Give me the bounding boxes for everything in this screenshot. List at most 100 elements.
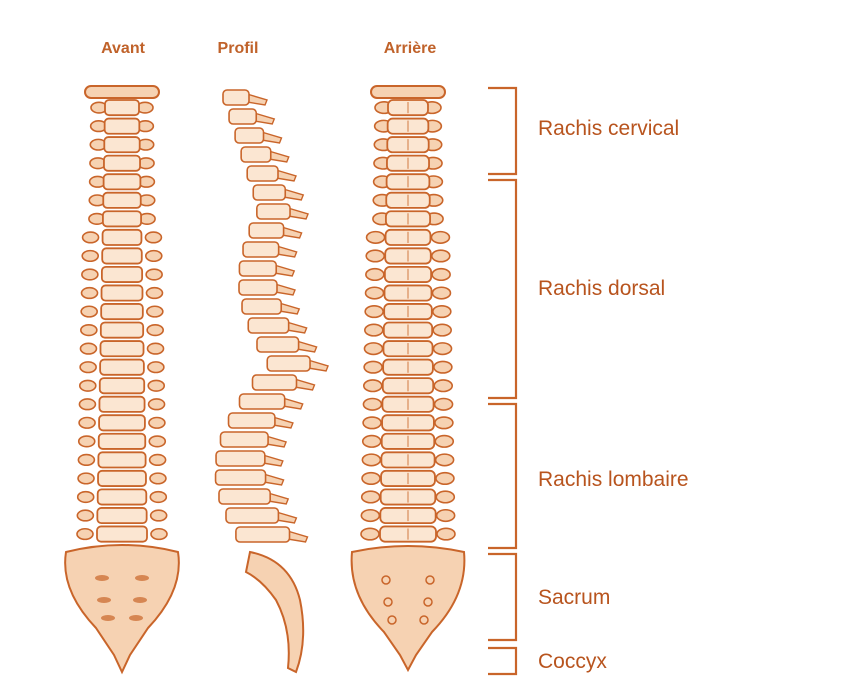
transverse-process bbox=[437, 510, 455, 522]
spinous-process bbox=[288, 531, 308, 542]
side-view-spine bbox=[216, 90, 328, 672]
sacral-foramen bbox=[135, 575, 149, 581]
vertebra bbox=[99, 397, 144, 412]
transverse-process bbox=[147, 306, 163, 317]
vertebra bbox=[102, 267, 142, 282]
transverse-process bbox=[82, 288, 98, 299]
region-label-cervical: Rachis cervical bbox=[538, 117, 679, 141]
transverse-process bbox=[431, 232, 449, 244]
transverse-process bbox=[78, 473, 94, 484]
spinous-process bbox=[269, 151, 289, 162]
spinous-process bbox=[288, 208, 308, 219]
vertebra bbox=[105, 119, 140, 134]
sacral-foramen bbox=[95, 575, 109, 581]
spinous-process bbox=[277, 246, 297, 257]
vertebra bbox=[102, 248, 142, 263]
transverse-process bbox=[434, 343, 452, 355]
transverse-process bbox=[432, 269, 450, 281]
spinous-process bbox=[268, 493, 288, 504]
vertebra bbox=[223, 90, 249, 105]
vertebra bbox=[247, 166, 278, 181]
vertebra bbox=[248, 318, 288, 333]
transverse-process bbox=[365, 324, 383, 336]
transverse-process bbox=[366, 250, 384, 262]
vertebra bbox=[239, 394, 284, 409]
transverse-process bbox=[146, 288, 162, 299]
transverse-process bbox=[364, 361, 382, 373]
vertebra bbox=[98, 452, 145, 467]
transverse-process bbox=[433, 306, 451, 318]
spinous-process bbox=[283, 189, 303, 200]
vertebra bbox=[104, 174, 141, 189]
atlas-vertebra bbox=[371, 86, 445, 98]
vertebra bbox=[239, 280, 277, 295]
transverse-process bbox=[147, 325, 163, 336]
transverse-process bbox=[149, 399, 165, 410]
vertebra bbox=[104, 137, 139, 152]
transverse-process bbox=[148, 380, 164, 391]
vertebra bbox=[104, 156, 140, 171]
bracket-sacrum bbox=[488, 554, 516, 640]
transverse-process bbox=[81, 306, 97, 317]
transverse-process bbox=[151, 529, 167, 540]
transverse-process bbox=[436, 473, 454, 485]
transverse-process bbox=[78, 455, 94, 466]
transverse-process bbox=[150, 455, 166, 466]
transverse-process bbox=[79, 399, 95, 410]
sacral-foramen bbox=[97, 597, 111, 603]
spinous-process bbox=[266, 436, 286, 447]
transverse-process bbox=[365, 306, 383, 318]
transverse-process bbox=[146, 269, 162, 280]
transverse-process bbox=[435, 398, 453, 410]
transverse-process bbox=[80, 362, 96, 373]
transverse-process bbox=[145, 232, 161, 243]
spinous-process bbox=[283, 398, 303, 409]
vertebra bbox=[99, 415, 145, 430]
spinous-process bbox=[274, 265, 294, 276]
spinous-process bbox=[282, 227, 302, 238]
transverse-process bbox=[434, 361, 452, 373]
sacrum-back bbox=[352, 546, 465, 670]
region-label-lombaire: Rachis lombaire bbox=[538, 468, 689, 492]
spinous-process bbox=[263, 455, 283, 466]
vertebra bbox=[216, 470, 266, 485]
spinous-process bbox=[287, 322, 307, 333]
transverse-process bbox=[362, 473, 380, 485]
vertebra bbox=[98, 489, 147, 504]
transverse-process bbox=[78, 492, 94, 503]
spinous-process bbox=[247, 94, 267, 105]
spinous-process bbox=[254, 113, 274, 124]
vertebra bbox=[253, 185, 285, 200]
vertebra bbox=[249, 223, 283, 238]
transverse-process bbox=[79, 436, 95, 447]
sacral-foramen bbox=[133, 597, 147, 603]
vertebra bbox=[219, 489, 270, 504]
vertebra bbox=[97, 508, 146, 523]
transverse-process bbox=[151, 510, 167, 521]
vertebra bbox=[235, 128, 263, 143]
vertebra bbox=[98, 471, 146, 486]
vertebra bbox=[103, 230, 142, 245]
vertebra bbox=[101, 304, 143, 319]
atlas-vertebra bbox=[85, 86, 159, 98]
region-label-sacrum: Sacrum bbox=[538, 586, 610, 610]
vertebra bbox=[100, 341, 143, 356]
vertebra bbox=[257, 204, 290, 219]
vertebra bbox=[252, 375, 296, 390]
region-label-coccyx: Coccyx bbox=[538, 650, 607, 674]
transverse-process bbox=[362, 491, 380, 503]
transverse-process bbox=[83, 232, 99, 243]
spinous-process bbox=[262, 132, 282, 143]
transverse-process bbox=[363, 417, 381, 429]
vertebra bbox=[97, 526, 147, 541]
transverse-process bbox=[367, 232, 385, 244]
transverse-process bbox=[436, 491, 454, 503]
front-view-spine bbox=[65, 86, 179, 672]
transverse-process bbox=[362, 454, 380, 466]
vertebra bbox=[242, 299, 281, 314]
transverse-process bbox=[150, 473, 166, 484]
transverse-process bbox=[364, 380, 382, 392]
transverse-process bbox=[148, 362, 164, 373]
vertebra bbox=[216, 451, 265, 466]
